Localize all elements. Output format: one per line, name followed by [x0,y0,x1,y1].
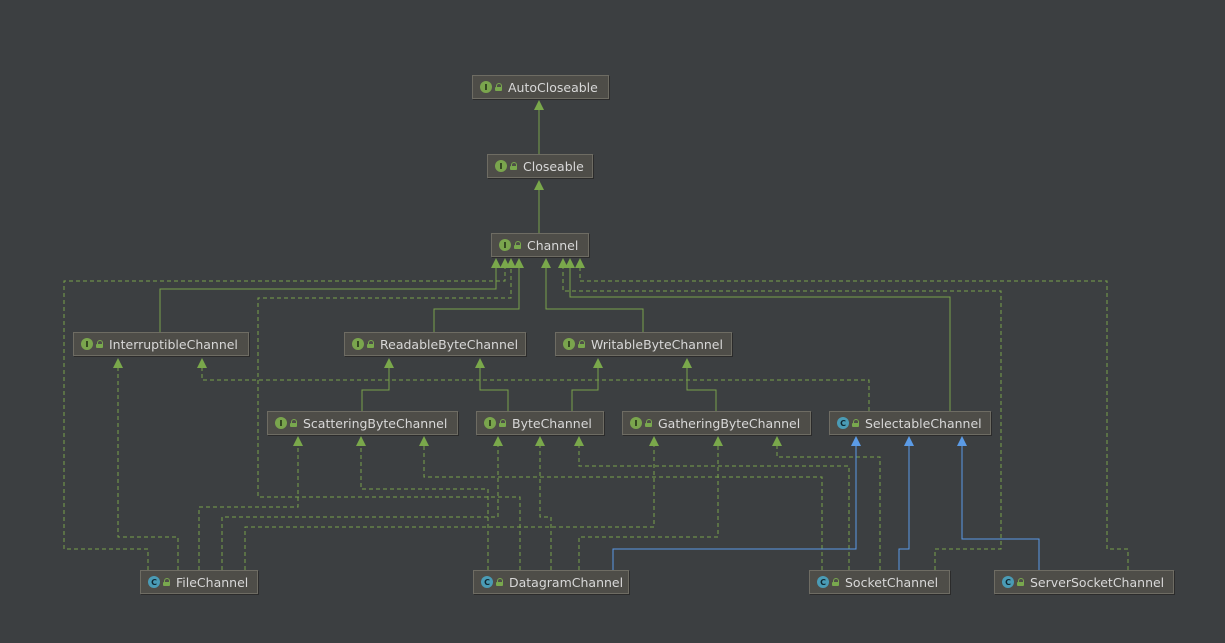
edge-interruptible-channel [159,258,501,332]
node-label: FileChannel [176,574,249,590]
lock-icon [96,340,103,348]
lock-icon [852,419,859,427]
edge-selectable-interruptible [197,358,870,411]
edge-serversocket-channel [575,258,1129,570]
edge-file-interruptible [113,358,179,570]
class-icon: C [481,576,493,588]
node-selectablechannel[interactable]: C SelectableChannel [829,411,991,435]
node-autocloseable[interactable]: I AutoCloseable [472,75,609,99]
edge-file-gathering [221,436,503,570]
node-label: ServerSocketChannel [1030,574,1165,590]
edge-datagram-bytechannel [535,436,552,570]
class-icon: C [817,576,829,588]
interface-icon: I [81,338,93,350]
node-interruptiblechannel[interactable]: I InterruptibleChannel [73,332,249,356]
node-socketchannel[interactable]: C SocketChannel [809,570,950,594]
node-gatheringbytechannel[interactable]: I GatheringByteChannel [622,411,811,435]
node-scatteringbytechannel[interactable]: I ScatteringByteChannel [267,411,458,435]
lock-icon [496,578,503,586]
edge-scattering-readable [361,358,394,411]
edge-serversocket-selectable [957,436,1040,570]
edge-datagram-scattering [356,436,489,570]
edge-readable-channel [433,258,524,332]
class-icon: C [148,576,160,588]
extends-edges [159,100,951,411]
node-label: ByteChannel [512,415,592,431]
interface-icon: I [484,417,496,429]
lock-icon [367,340,374,348]
edge-writable-channel [541,258,644,332]
interface-icon: I [480,81,492,93]
node-bytechannel[interactable]: I ByteChannel [476,411,604,435]
lock-icon [645,419,652,427]
edge-datagram-selectable [612,436,861,570]
interface-icon: I [630,417,642,429]
class-icon: C [1002,576,1014,588]
lock-icon [578,340,585,348]
node-channel[interactable]: I Channel [491,233,589,257]
edge-file-bytechannel [244,436,659,570]
node-label: DatagramChannel [509,574,624,590]
node-label: ReadableByteChannel [380,336,519,352]
interface-icon: I [352,338,364,350]
interface-icon: I [495,160,507,172]
lock-icon [290,419,297,427]
edge-gathering-writable [682,358,717,411]
interface-icon: I [499,239,511,251]
lock-icon [163,578,170,586]
edge-socket-channel [558,258,1002,570]
node-label: SocketChannel [845,574,939,590]
node-label: WritableByteChannel [591,336,723,352]
edge-file-channel [63,258,510,570]
edge-datagram-gathering [578,436,723,570]
interface-icon: I [563,338,575,350]
edge-selectable-channel [565,258,951,411]
node-label: ScatteringByteChannel [303,415,448,431]
node-label: Closeable [523,158,584,174]
edge-socket-gathering [772,436,881,570]
lock-icon [832,578,839,586]
edge-bytechannel-writable [571,358,603,411]
node-label: AutoCloseable [508,79,598,95]
lock-icon [1017,578,1024,586]
node-writablebytechannel[interactable]: I WritableByteChannel [555,332,732,356]
lock-icon [510,162,517,170]
edge-file-scattering [198,436,303,570]
edge-socket-selectable [898,436,914,570]
node-label: GatheringByteChannel [658,415,801,431]
node-datagramchannel[interactable]: C DatagramChannel [473,570,629,594]
class-extends-edges [612,436,1040,570]
node-closeable[interactable]: I Closeable [487,154,593,178]
node-label: Channel [527,237,579,253]
implements-edges [63,258,1129,570]
edge-socket-scattering [419,436,823,570]
lock-icon [495,83,502,91]
node-label: InterruptibleChannel [109,336,238,352]
edge-datagram-channel [257,258,521,570]
lock-icon [499,419,506,427]
node-readablebytechannel[interactable]: I ReadableByteChannel [344,332,526,356]
node-filechannel[interactable]: C FileChannel [140,570,258,594]
class-icon: C [837,417,849,429]
lock-icon [514,241,521,249]
edge-bytechannel-readable [475,358,509,411]
node-serversocketchannel[interactable]: C ServerSocketChannel [994,570,1174,594]
interface-icon: I [275,417,287,429]
node-label: SelectableChannel [865,415,982,431]
edge-socket-bytechannel [574,436,850,570]
